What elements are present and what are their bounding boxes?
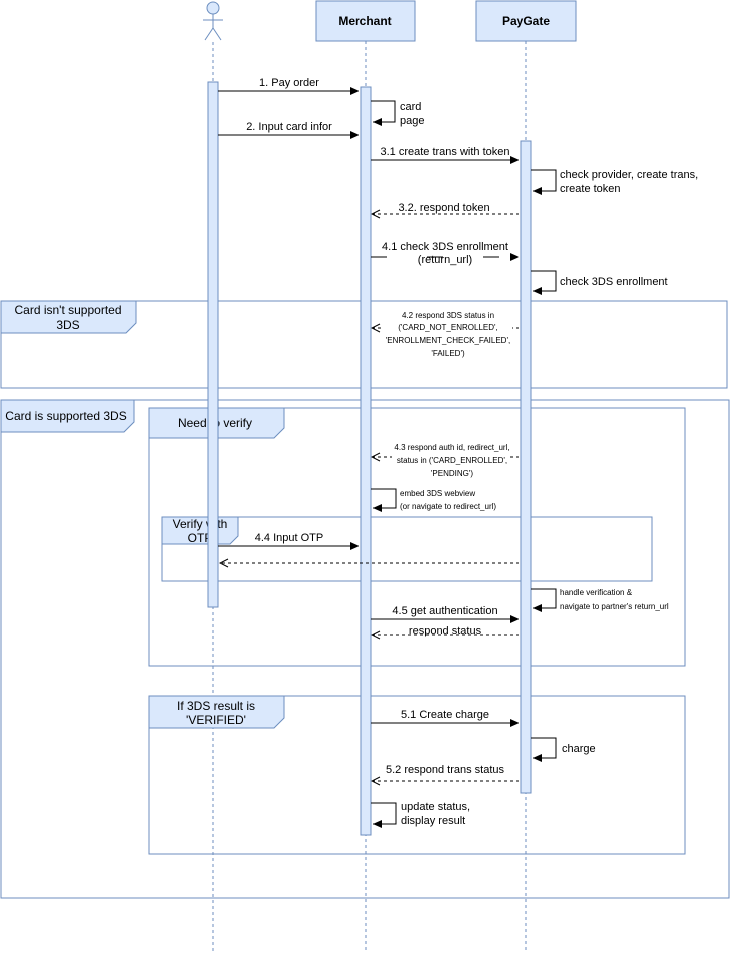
message-label: (return_url) — [418, 254, 472, 266]
message-label: 4.5 get authentication — [392, 605, 497, 617]
message-pay-order: 1. Pay order — [218, 77, 359, 95]
message-label: 4.4 Input OTP — [255, 532, 323, 544]
frame-label: Verify with — [173, 517, 228, 531]
message-label: navigate to partner's return_url — [560, 602, 669, 611]
message-respond-3ds-status: 4.2 respond 3DS status in ('CARD_NOT_ENR… — [372, 311, 519, 361]
message-label: 4.1 check 3DS enrollment — [382, 241, 508, 253]
frame-if-verified: If 3DS result is 'VERIFIED' — [148, 695, 686, 855]
participant-label: Merchant — [338, 14, 391, 28]
message-label: create token — [560, 183, 621, 195]
actor-user — [203, 1, 223, 41]
frame-card-not-supported: Card isn't supported 3DS — [0, 300, 728, 389]
self-message-check-provider: check provider, create trans, create tok… — [531, 169, 698, 195]
message-label: status in ('CARD_ENROLLED', — [397, 456, 507, 465]
message-label: display result — [401, 815, 465, 827]
message-label: (or navigate to redirect_url) — [400, 502, 496, 511]
frame-label: If 3DS result is — [177, 699, 255, 713]
message-label: handle verification & — [560, 588, 633, 597]
frame-label: 'VERIFIED' — [186, 713, 246, 727]
message-label: 'FAILED') — [431, 349, 465, 358]
self-message-check-3ds: check 3DS enrollment — [531, 270, 668, 295]
message-respond-token: 3.2. respond token — [372, 202, 519, 214]
self-message-card-page: card page — [371, 100, 424, 127]
frame-label: OTP — [188, 531, 213, 545]
participant-paygate: PayGate — [475, 0, 577, 42]
message-label: ('CARD_NOT_ENROLLED', — [398, 323, 498, 332]
message-label: 4.2 respond 3DS status in — [402, 311, 494, 320]
message-label: check provider, create trans, — [560, 169, 698, 181]
message-label: 5.2 respond trans status — [386, 764, 505, 776]
message-check-3ds: 4.1 check 3DS enrollment (return_url) — [371, 241, 519, 266]
message-label: update status, — [401, 801, 470, 813]
message-get-authentication: 4.5 get authentication — [371, 605, 519, 623]
message-label: check 3DS enrollment — [560, 276, 668, 288]
message-create-charge: 5.1 Create charge — [371, 709, 519, 727]
merchant-activation-bar — [360, 86, 372, 836]
message-label: 'PENDING') — [431, 469, 474, 478]
message-label: page — [400, 115, 424, 127]
message-create-trans: 3.1 create trans with token — [371, 146, 519, 164]
self-message-handle-verification: handle verification & navigate to partne… — [531, 588, 669, 612]
message-label: 2. Input card infor — [246, 121, 332, 133]
frame-label: Card isn't supported — [14, 303, 121, 317]
message-label: 3.2. respond token — [398, 202, 489, 214]
frame-label: Card is supported 3DS — [5, 409, 126, 423]
message-label: embed 3DS webview — [400, 489, 475, 498]
message-label: 4.3 respond auth id, redirect_url, — [394, 443, 509, 452]
message-respond-auth-id: 4.3 respond auth id, redirect_url, statu… — [372, 443, 519, 479]
user-activation-bar — [207, 81, 219, 608]
paygate-activation-bar — [520, 140, 532, 794]
message-label: respond status — [409, 625, 482, 637]
self-message-charge: charge — [531, 737, 596, 762]
message-label: 1. Pay order — [259, 77, 319, 89]
self-message-update-status: update status, display result — [371, 801, 470, 828]
message-input-otp: 4.4 Input OTP — [218, 532, 359, 550]
participant-merchant: Merchant — [315, 0, 416, 42]
message-label: charge — [562, 743, 596, 755]
message-respond-status: respond status — [372, 625, 519, 637]
message-input-card-infor: 2. Input card infor — [218, 121, 359, 139]
message-label: 'ENROLLMENT_CHECK_FAILED', — [386, 336, 510, 345]
frame-verify-with-otp: Verify with OTP — [161, 516, 653, 582]
participant-label: PayGate — [502, 14, 550, 28]
message-label: 3.1 create trans with token — [380, 146, 509, 158]
message-respond-trans-status: 5.2 respond trans status — [372, 764, 519, 781]
self-message-embed-webview: embed 3DS webview (or navigate to redire… — [371, 488, 496, 512]
message-label: 5.1 Create charge — [401, 709, 489, 721]
message-label: card — [400, 101, 421, 113]
frame-label: 3DS — [56, 318, 79, 332]
